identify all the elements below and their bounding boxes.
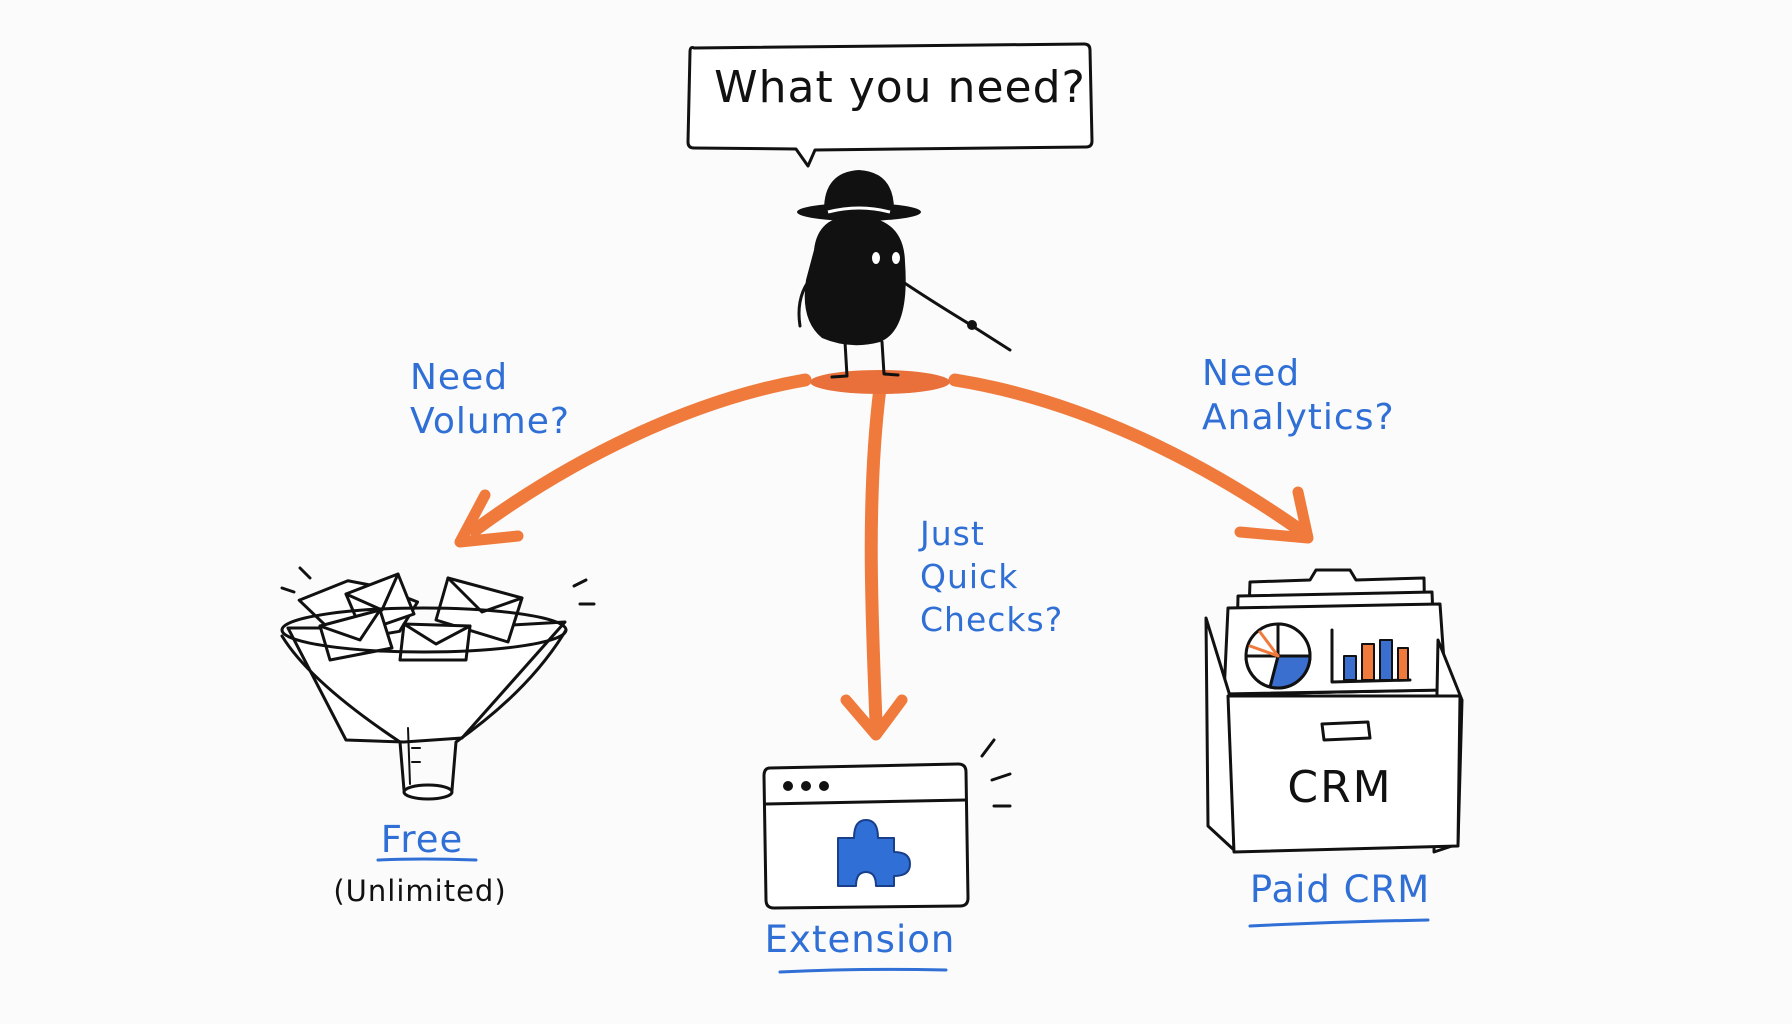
arrow-to-extension <box>864 381 887 729</box>
bowler-hat-character-icon <box>797 170 1012 379</box>
label-underlines <box>376 857 1430 974</box>
crm-box-text: CRM <box>1287 762 1393 813</box>
arrow-to-crm <box>948 373 1307 537</box>
speech-bubble <box>686 42 1094 168</box>
question-quick-checks: Just Quick Checks? <box>920 514 1064 639</box>
branch-arrows <box>454 370 1314 741</box>
question-volume: Need Volume? <box>410 357 570 442</box>
option-paid-crm-label: Paid CRM <box>1249 868 1431 911</box>
file-box-icon <box>1204 568 1464 854</box>
option-free-label: Free <box>380 818 464 861</box>
arrow-to-free <box>468 373 812 537</box>
speech-bubble-text: What you need? <box>714 62 1086 113</box>
email-funnel-icon <box>280 566 596 801</box>
question-analytics: Need Analytics? <box>1202 353 1395 438</box>
option-free-sublabel: (Unlimited) <box>333 874 507 908</box>
option-extension-label: Extension <box>764 918 956 961</box>
browser-puzzle-icon <box>762 738 1012 910</box>
